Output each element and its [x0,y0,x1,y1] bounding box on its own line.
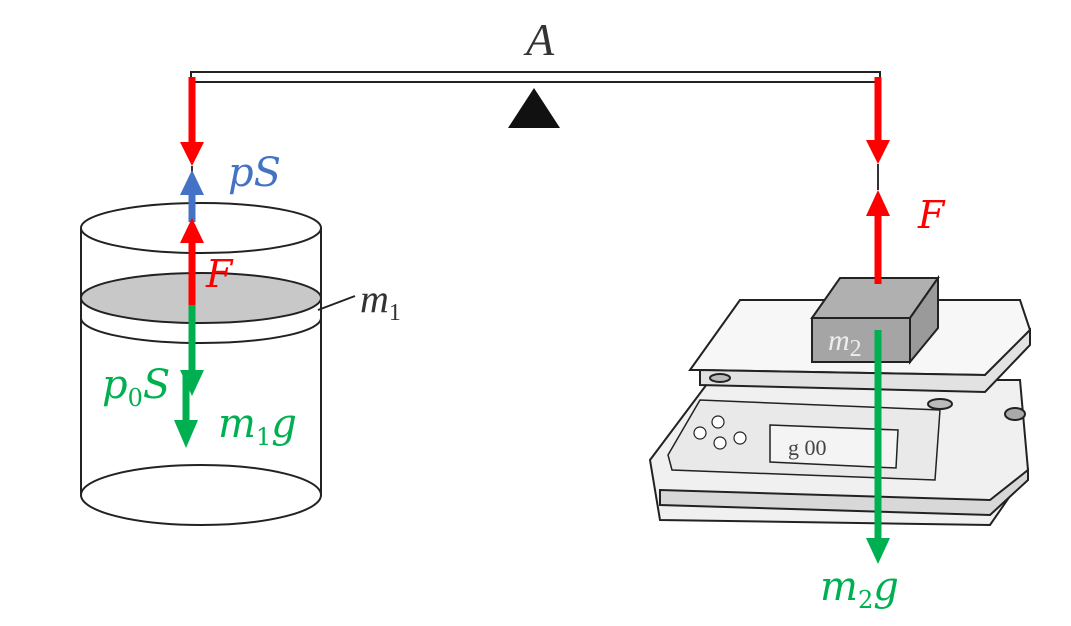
left-tension-arrow-down [180,77,204,166]
gas-cylinder [80,202,322,526]
weight-block [810,274,940,365]
p0S-label: p0S [102,362,170,412]
piston-mass-label: m1 [360,276,401,326]
piston-label-leader [317,295,356,311]
lever-beam [190,71,881,83]
pS-arrow-up [180,170,204,222]
right-F-label: F [917,193,946,237]
m2g-label: m2g [820,564,899,614]
digital-scale [648,299,1032,527]
piston [80,272,322,344]
block-mass-label: m2 [828,324,862,362]
beam-label: A [523,14,555,65]
right-tension-arrow-down [866,77,890,164]
pS-label: pS [228,150,281,196]
left-F-label: F [205,252,234,296]
m2g-arrow-down [866,330,890,564]
scale-display-text: g 00 [788,435,827,460]
m1g-arrow-down [174,370,198,448]
fulcrum-triangle [508,88,560,128]
left-F-arrow-up [180,218,204,305]
right-F-arrow-up [866,190,890,284]
m1g-label: m1g [218,401,297,451]
